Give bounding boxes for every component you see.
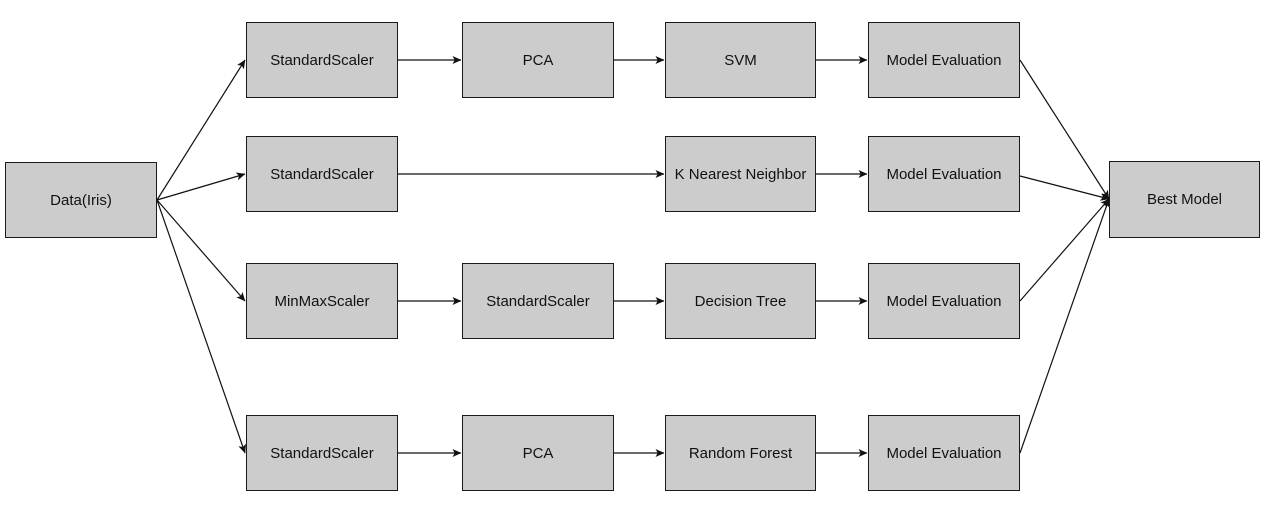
pipeline-3-step-decision-tree: Decision Tree <box>665 263 816 339</box>
edge-data-to-pipeline-4 <box>156 199 247 454</box>
pipeline-1-step-pca: PCA <box>462 22 614 98</box>
pipeline-4-step-standardscaler: StandardScaler <box>246 415 398 491</box>
target-node-best-model: Best Model <box>1109 161 1260 238</box>
edge-p2-eval-to-best <box>1019 175 1110 201</box>
pipeline-3-step-minmaxscaler: MinMaxScaler <box>246 263 398 339</box>
pipeline-4-step-pca: PCA <box>462 415 614 491</box>
pipeline-1-step-standardscaler: StandardScaler <box>246 22 398 98</box>
pipeline-2-step-knn: K Nearest Neighbor <box>665 136 816 212</box>
pipeline-2-step-model-evaluation: Model Evaluation <box>868 136 1020 212</box>
edge-p4-eval-to-best <box>1019 198 1110 454</box>
edge-data-to-pipeline-1 <box>156 59 246 201</box>
edge-data-to-pipeline-2 <box>156 172 246 201</box>
pipeline-4-step-random-forest: Random Forest <box>665 415 816 491</box>
source-node-data: Data(Iris) <box>5 162 157 238</box>
edge-data-to-pipeline-3 <box>156 199 246 302</box>
pipeline-1-step-svm: SVM <box>665 22 816 98</box>
pipeline-2-step-standardscaler: StandardScaler <box>246 136 398 212</box>
edge-p3-eval-to-best <box>1019 198 1110 302</box>
pipeline-1-step-model-evaluation: Model Evaluation <box>868 22 1020 98</box>
pipeline-3-step-standardscaler: StandardScaler <box>462 263 614 339</box>
pipeline-4-step-model-evaluation: Model Evaluation <box>868 415 1020 491</box>
edge-p1-eval-to-best <box>1019 59 1110 200</box>
pipeline-3-step-model-evaluation: Model Evaluation <box>868 263 1020 339</box>
